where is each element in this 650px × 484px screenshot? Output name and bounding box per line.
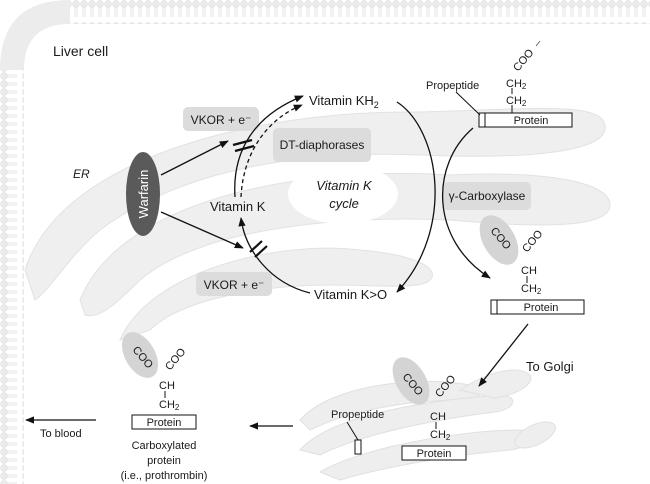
vitamin-k-label: Vitamin K bbox=[210, 199, 266, 214]
uncarboxylated-protein: Protein Propeptide CH2 CH2 COO bbox=[426, 40, 573, 128]
ch2-label: CH2 bbox=[506, 78, 527, 91]
coo-label: COO bbox=[511, 47, 537, 74]
ch2-label: CH2 bbox=[521, 283, 542, 296]
cycle-center bbox=[288, 164, 398, 224]
coo-label: COO bbox=[163, 346, 189, 373]
arrow-warfarin-top bbox=[160, 140, 229, 176]
dt-diaphorases-label: DT-diaphorases bbox=[280, 138, 365, 152]
enzyme-gamma-carboxylase: γ-Carboxylase bbox=[443, 182, 531, 210]
ch-label: CH bbox=[430, 411, 446, 423]
cycle-center-line1: Vitamin K bbox=[316, 178, 373, 193]
product-label-line1: Carboxylated bbox=[132, 440, 197, 452]
ch-label: CH bbox=[521, 265, 537, 277]
ch2-label: CH2 bbox=[506, 95, 527, 108]
vkor-bottom-label: VKOR + e⁻ bbox=[204, 278, 265, 292]
golgi-apparatus bbox=[299, 369, 556, 481]
cell-title: Liver cell bbox=[53, 43, 108, 59]
gamma-carboxylase-label: γ-Carboxylase bbox=[449, 189, 526, 203]
protein-label: Protein bbox=[514, 115, 549, 127]
inhibition-marks bbox=[232, 138, 268, 258]
product-label-line2: protein bbox=[147, 455, 181, 467]
cycle-center-line2: cycle bbox=[329, 196, 359, 211]
vitamin-kh2-label: Vitamin KH2 bbox=[309, 93, 379, 110]
warfarin-inhibitor: Warfarin bbox=[126, 152, 160, 236]
to-blood-label: To blood bbox=[40, 428, 82, 440]
protein-label: Protein bbox=[147, 417, 182, 429]
coo-label: COO bbox=[520, 228, 546, 255]
enzyme-vkor-bottom: VKOR + e⁻ bbox=[196, 272, 272, 296]
arrow-k-to-kh2-dt bbox=[240, 104, 303, 198]
ch2-label: CH2 bbox=[159, 399, 180, 412]
enzyme-dt-diaphorases: DT-diaphorases bbox=[273, 128, 371, 162]
ch-label: CH bbox=[159, 380, 175, 392]
ch2-label: CH2 bbox=[430, 429, 451, 442]
protein-label: Protein bbox=[417, 448, 452, 460]
arrow-ko-to-k bbox=[238, 217, 311, 294]
arrow-k-to-kh2 bbox=[234, 95, 304, 198]
product-label-line3: (i.e., prothrombin) bbox=[121, 470, 208, 482]
enzyme-vkor-top: VKOR + e⁻ bbox=[183, 107, 259, 131]
arrow-carboxylation bbox=[441, 127, 491, 279]
cleaved-propeptide bbox=[354, 439, 362, 455]
er-label: ER bbox=[73, 167, 90, 181]
protein-label: Protein bbox=[524, 302, 559, 314]
to-golgi-label: To Golgi bbox=[526, 359, 574, 374]
propeptide-label: Propeptide bbox=[331, 409, 384, 421]
vitamin-ko-label: Vitamin K>O bbox=[314, 287, 387, 302]
vkor-top-label: VKOR + e⁻ bbox=[191, 113, 252, 127]
cycle-arrows bbox=[25, 95, 529, 430]
carboxylated-protein-final: COO COO CH CH2 Protein Carboxylated prot… bbox=[121, 332, 208, 482]
arrow-to-golgi bbox=[478, 323, 529, 387]
arrow-warfarin-bottom bbox=[160, 211, 244, 249]
propeptide-label: Propeptide bbox=[426, 80, 479, 92]
arrow-kh2-to-ko bbox=[396, 101, 436, 293]
warfarin-label: Warfarin bbox=[136, 170, 151, 219]
